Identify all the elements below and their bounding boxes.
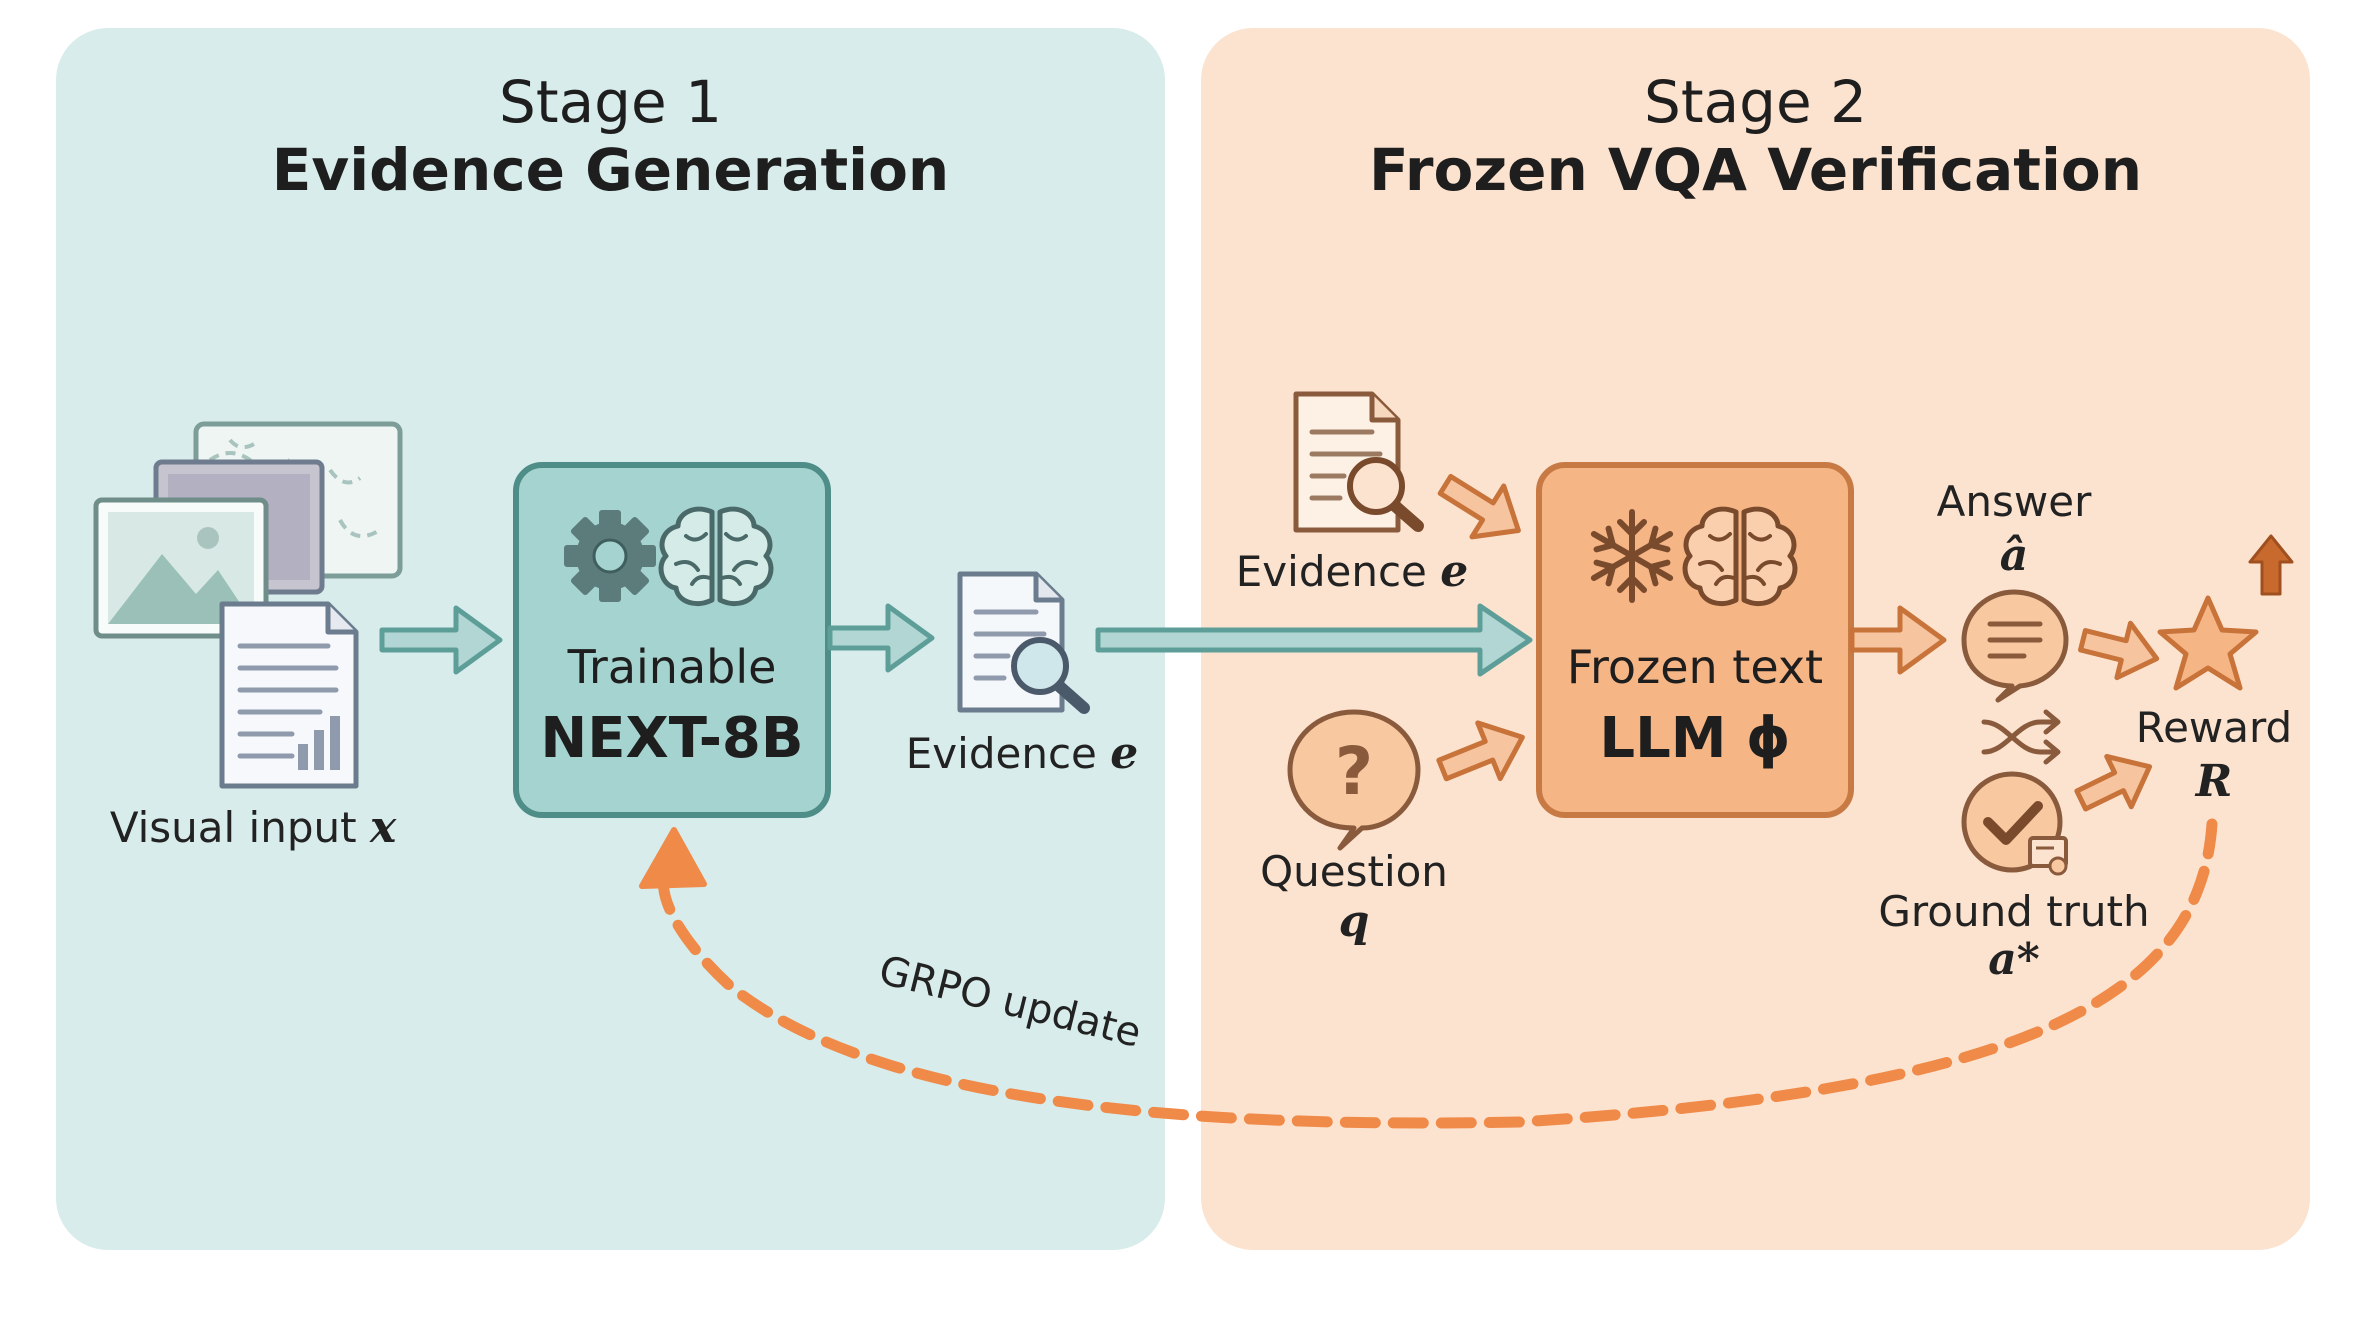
arrow-question-to-llm: [1436, 720, 1525, 782]
question-bubble-icon: ?: [1287, 709, 1421, 851]
shuffle-icon: [1981, 709, 2061, 765]
document-search-icon: [1293, 391, 1424, 533]
reward-symbol: R: [2195, 756, 2233, 807]
grpo-arrowhead: [639, 827, 707, 889]
stage1-number: Stage 1: [499, 68, 722, 136]
stage1-title: Evidence Generation: [271, 136, 950, 204]
chat-bubble-icon: [1961, 589, 2069, 703]
stage1-evidence-symbol: e: [1110, 728, 1139, 779]
arrow-llm-to-answer: [1849, 605, 1947, 675]
stage2-number: Stage 2: [1644, 68, 1867, 136]
stage2-title: Frozen VQA Verification: [1368, 136, 2142, 204]
visual-input-label: Visual input x: [109, 802, 397, 853]
stage1-evidence-label: Evidence e: [905, 728, 1139, 779]
reward-label: Reward: [2135, 703, 2293, 752]
visual-input-symbol: x: [369, 802, 397, 853]
arrow-answer-to-reward: [2078, 620, 2160, 681]
arrow-model-to-evidence: [827, 603, 935, 673]
frozen-llm-name: LLM ϕ: [1599, 706, 1791, 771]
stage2-evidence-label: Evidence e: [1235, 546, 1469, 597]
gear-icon: [564, 510, 656, 602]
answer-symbol: â: [1999, 530, 2029, 581]
snowflake-icon: [1590, 509, 1674, 603]
arrow-truth-to-reward: [2074, 753, 2153, 812]
brain-icon: [1682, 506, 1798, 606]
star-icon: [2157, 595, 2259, 691]
question-symbol: q: [1338, 896, 1370, 947]
arrow-evidence-to-llm: [1095, 603, 1533, 677]
ground-truth-label: Ground truth: [1878, 887, 2150, 936]
stage2-evidence-symbol: e: [1440, 546, 1469, 597]
trainable-model-sub: Trainable: [567, 640, 777, 694]
document-icon: [219, 601, 359, 789]
arrow-input-to-model: [379, 605, 503, 675]
checkmark-certificate-icon: [1961, 771, 2068, 876]
brain-icon: [658, 506, 774, 606]
question-label: Question: [1260, 847, 1448, 896]
arrow-up-icon: [2248, 534, 2294, 596]
arrow-evidence-to-llm-2: [1437, 473, 1521, 540]
grpo-feedback-arc: [658, 818, 2218, 1129]
frozen-llm-sub: Frozen text: [1566, 640, 1824, 694]
trainable-model-name: NEXT-8B: [540, 706, 804, 771]
svg-text:?: ?: [1335, 733, 1373, 810]
answer-label: Answer: [1936, 477, 2092, 526]
ground-truth-symbol: a*: [1988, 934, 2040, 985]
document-search-icon: [957, 571, 1090, 714]
image-stack-icon: [93, 421, 403, 639]
